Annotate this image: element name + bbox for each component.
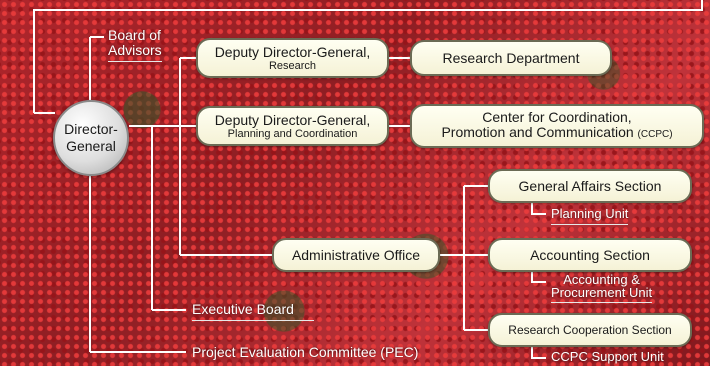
deputy-research-title: Deputy Director-General, xyxy=(214,43,371,60)
general-affairs-section-node: General Affairs Section xyxy=(488,169,692,203)
ccpc-line1: Center for Coordination, xyxy=(482,109,632,125)
deputy-research-subtitle: Research xyxy=(268,59,317,72)
accounting-unit-line2: Procurement Unit xyxy=(551,285,653,300)
ccpc-support-unit-label: CCPC Support Unit xyxy=(551,349,664,364)
administrative-office-node: Administrative Office xyxy=(272,238,440,272)
accounting-unit-line1: Accounting & xyxy=(563,272,640,287)
research-department-node: Research Department xyxy=(410,40,612,76)
research-department-label: Research Department xyxy=(442,49,580,66)
board-of-advisors-line1: Board of xyxy=(108,27,161,43)
board-of-advisors-line2: Advisors xyxy=(108,42,162,58)
ccpc-line2-name: Promotion and Communication xyxy=(441,124,634,140)
deputy-planning-title: Deputy Director-General, xyxy=(214,111,371,128)
director-general-label-line1: Director- xyxy=(64,121,118,137)
director-general-node: Director- General xyxy=(53,100,129,176)
ccpc-line2-abbr: (CCPC) xyxy=(637,129,673,140)
administrative-office-label: Administrative Office xyxy=(291,246,421,263)
research-cooperation-label: Research Cooperation Section xyxy=(508,322,672,337)
ccpc-line2: Promotion and Communication (CCPC) xyxy=(441,125,672,142)
director-general-label-line2: General xyxy=(66,138,116,154)
deputy-planning-subtitle: Planning and Coordination xyxy=(227,127,358,140)
general-affairs-label: General Affairs Section xyxy=(518,177,662,194)
pec-label: Project Evaluation Committee (PEC) xyxy=(192,344,419,360)
executive-board-label: Executive Board xyxy=(192,302,314,321)
accounting-procurement-unit-label: Accounting & Procurement Unit xyxy=(551,272,653,303)
planning-unit-label: Planning Unit xyxy=(551,206,629,225)
accounting-section-label: Accounting Section xyxy=(530,246,650,263)
board-of-advisors-label: Board of Advisors xyxy=(108,28,162,62)
research-cooperation-section-node: Research Cooperation Section xyxy=(488,313,692,347)
accounting-section-node: Accounting Section xyxy=(488,238,692,272)
deputy-director-planning-node: Deputy Director-General, Planning and Co… xyxy=(196,106,389,146)
deputy-director-research-node: Deputy Director-General, Research xyxy=(196,38,389,78)
ccpc-node: Center for Coordination, Promotion and C… xyxy=(410,104,704,148)
